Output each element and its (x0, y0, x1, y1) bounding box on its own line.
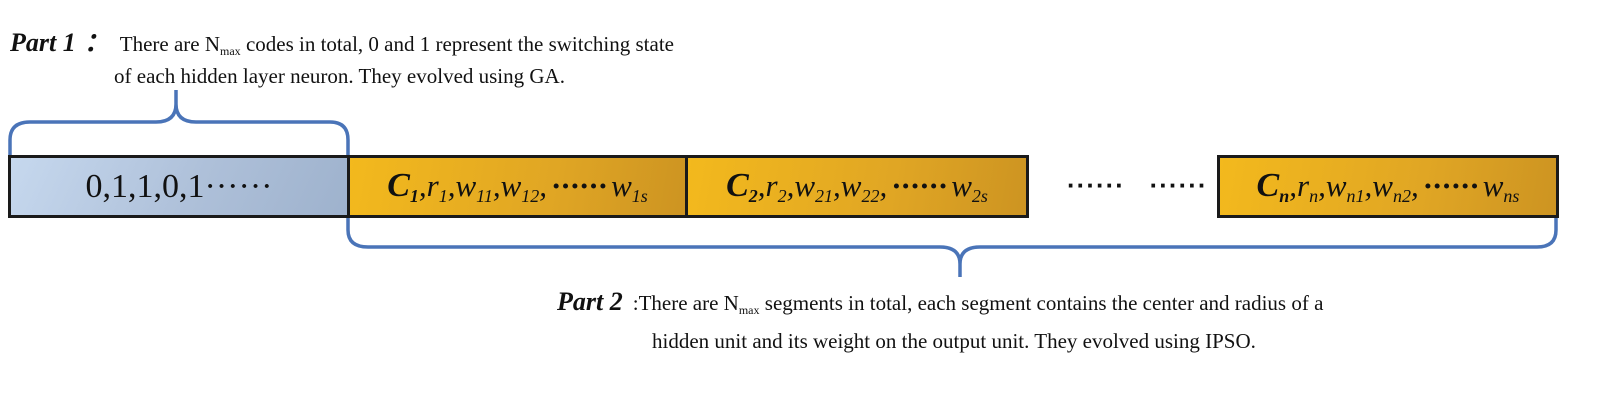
binary-code-text: 0,1,1,0,1······ (85, 167, 273, 205)
segment-cell-n: Cn,rn,wn1,wn2,······wns (1217, 155, 1559, 218)
part2-line2: hidden unit and its weight on the output… (652, 329, 1256, 353)
part2-brace (346, 218, 1558, 277)
part1-brace (8, 90, 350, 156)
part2-annotation: Part 2 :There are Nmax segments in total… (557, 287, 1323, 317)
segment-cell-2: C2,r2,w21,w22,······w2s (685, 155, 1029, 218)
part2-label: Part 2 (557, 287, 623, 316)
segments-ellipsis: ······ ······ (1067, 170, 1208, 200)
binary-code-cell: 0,1,1,0,1······ (8, 155, 350, 218)
part2-line1: There are Nmax segments in total, each s… (638, 291, 1324, 317)
segment-cell-1: C1,r1,w11,w12,······w1s (347, 155, 688, 218)
part1-label: Part 1 (10, 28, 76, 57)
part1-annotation: Part 1 ： There are Nmax codes in total, … (10, 22, 674, 59)
part2-colon: : (632, 291, 639, 315)
part1-line2: of each hidden layer neuron. They evolve… (114, 64, 565, 88)
part1-line1: There are Nmax codes in total, 0 and 1 r… (119, 32, 674, 58)
part1-colon: ： (83, 28, 110, 57)
